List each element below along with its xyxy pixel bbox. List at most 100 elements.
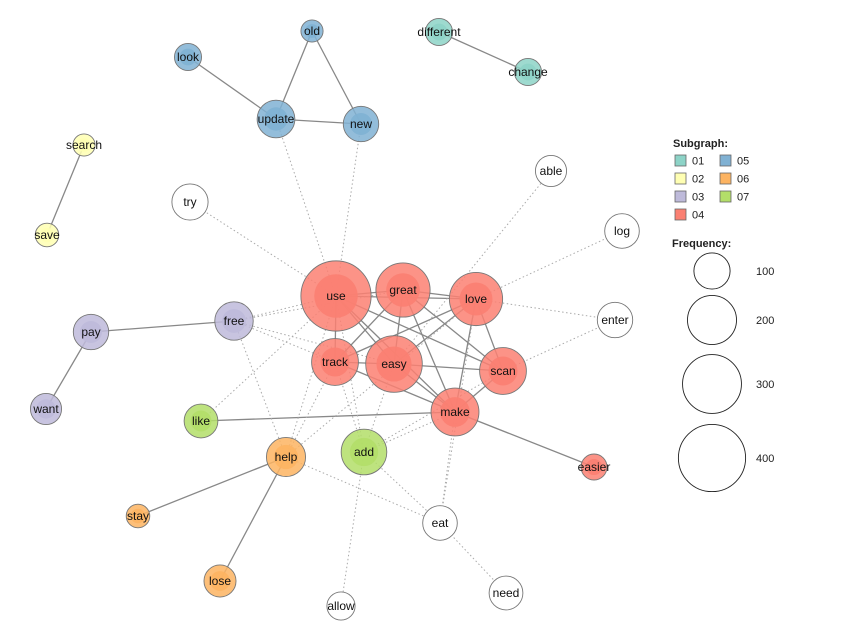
node-label-want: want [32,402,59,416]
edge-like-make [200,411,456,422]
node-make: make [430,387,480,437]
node-label-easy: easy [381,357,406,371]
node-label-stay: stay [127,509,149,523]
node-core-easier [585,458,603,476]
node-circle-log [604,213,640,249]
node-core-help [273,444,299,470]
node-label-look: look [177,50,200,64]
node-like: like [183,403,219,439]
node-label-search: search [66,138,102,152]
edge-log-love [475,230,623,300]
node-circle-need [488,575,524,611]
legend-label-06: 06 [737,174,749,186]
node-pay: pay [72,313,110,351]
node-label-love: love [465,292,487,306]
node-great: great [375,262,431,318]
node-core-track [320,347,350,377]
node-label-easier: easier [578,460,611,474]
node-circle-allow [326,591,356,621]
node-label-try: try [183,195,196,209]
node-core-pay [80,321,102,343]
node-circle-able [534,154,568,188]
node-core-like [190,410,212,432]
legend-swatch-01 [674,154,687,167]
node-core-love [459,282,493,316]
node-want: want [29,392,63,426]
node-label-lose: lose [209,574,231,588]
node-core-make [440,397,470,427]
node-label-great: great [389,283,417,297]
node-core-new [350,113,372,135]
edge-help-lose [219,456,287,582]
frequency-legend: 100 200 300 400 [677,252,774,493]
node-core-add [349,437,379,467]
node-use: use [300,260,372,332]
node-core-different [430,23,448,41]
node-core-update [264,107,288,131]
node-scan: scan [479,347,527,395]
edge-search-save [46,144,85,236]
node-core-easy [376,346,412,382]
node-label-old: old [304,24,320,38]
node-free: free [214,301,254,341]
frequency-legend-title: Frequency: [672,238,731,250]
node-circle-try [171,183,209,221]
edge-help-stay [137,456,287,517]
frequency-label-300: 300 [756,379,774,391]
node-label-save: save [34,228,60,242]
node-label-different: different [417,25,461,39]
frequency-label-400: 400 [756,453,774,465]
node-add: add [340,428,388,476]
edge-pay-free [90,320,235,333]
edge-add-allow [340,451,365,607]
legend-label-05: 05 [737,156,749,168]
frequency-label-100: 100 [756,266,774,278]
node-core-lose [210,571,230,591]
node-label-pay: pay [81,325,100,339]
legend-swatch-06 [719,172,732,185]
node-core-free [222,309,246,333]
node-core-great [386,273,420,307]
node-log: log [604,213,640,249]
node-core-search [77,138,91,152]
node-label-able: able [540,164,563,178]
node-change: change [508,57,548,87]
node-save: save [34,222,60,248]
node-love: love [448,271,504,327]
frequency-circle-200 [687,295,737,345]
node-label-free: free [224,314,245,328]
node-lose: lose [203,564,237,598]
node-label-like: like [192,414,210,428]
node-label-log: log [614,224,630,238]
node-track: track [311,338,359,386]
node-label-add: add [354,445,374,459]
node-label-use: use [326,289,346,303]
edge-update-use [275,118,337,297]
node-easier: easier [578,453,611,481]
edge-able-easy [393,170,552,365]
frequency-label-200: 200 [756,315,774,327]
subgraph-legend-title: Subgraph: [673,138,728,150]
edge-free-help [233,320,287,458]
node-enter: enter [596,301,634,339]
legend-label-07: 07 [737,192,749,204]
node-core-stay [130,508,146,524]
node-core-change [519,63,537,81]
legend-label-03: 03 [692,192,704,204]
frequency-circle-400 [677,423,747,493]
node-update: update [256,99,296,139]
node-circle-eat [422,505,458,541]
node-core-save [39,227,55,243]
node-core-old [305,24,319,38]
edge-free-great [233,289,404,322]
node-label-eat: eat [432,516,449,530]
frequency-circle-300 [682,354,742,414]
node-label-make: make [440,405,470,419]
edge-help-love [285,298,477,458]
legend-swatch-04 [674,208,687,221]
node-old: old [300,19,324,43]
